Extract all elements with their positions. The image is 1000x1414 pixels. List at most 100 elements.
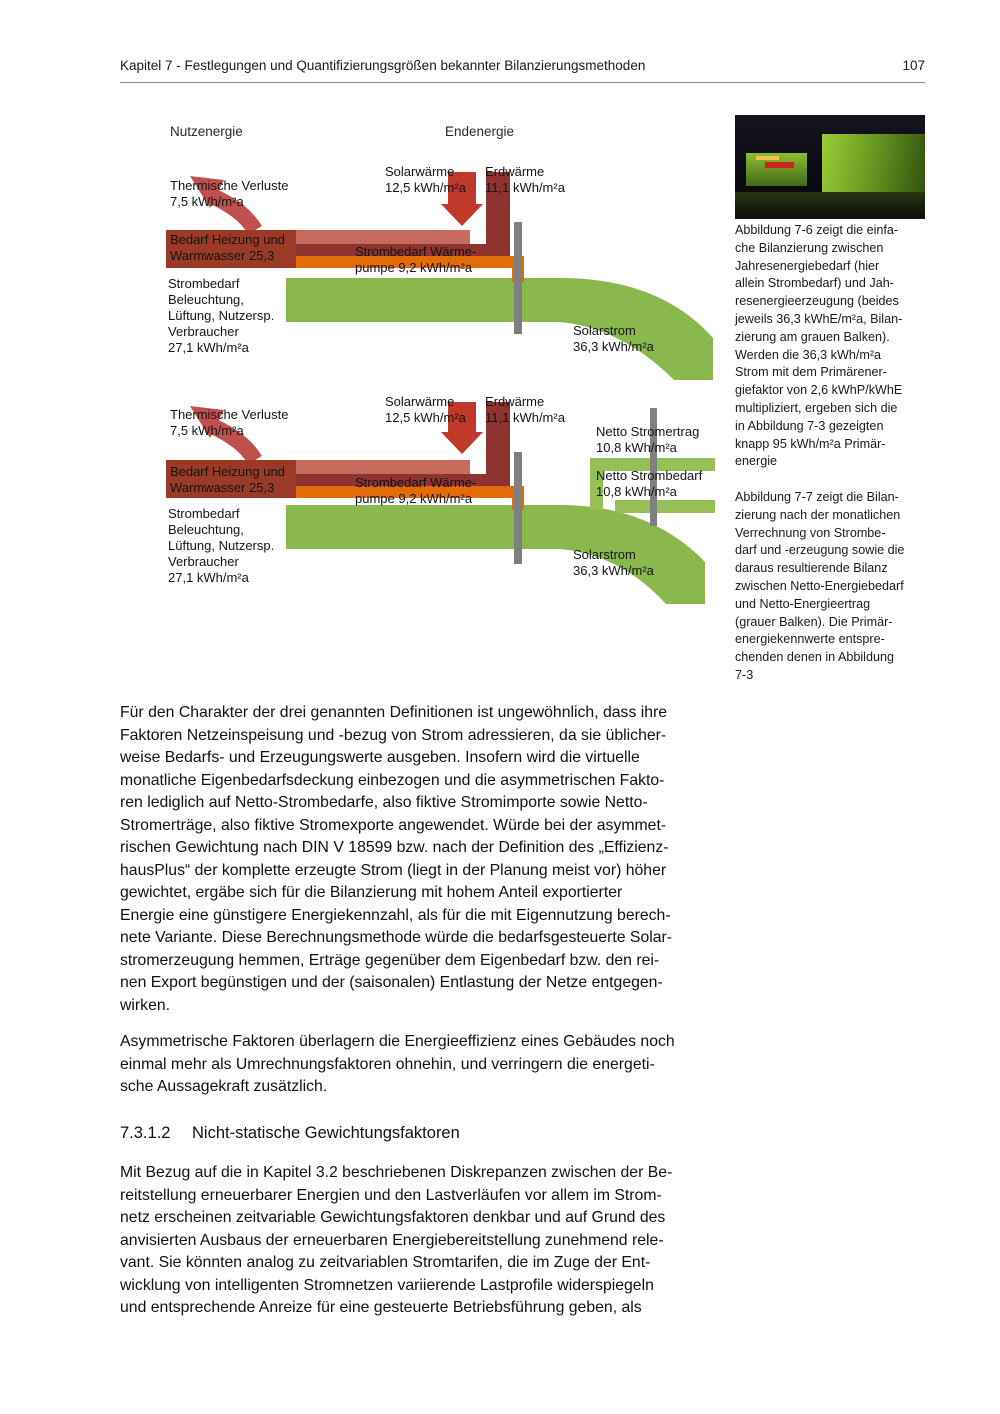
solarwaerme-arrow-icon — [441, 204, 483, 226]
text-line: hausPlus“ der komplette erzeugte Strom (… — [120, 861, 667, 879]
header-rule — [120, 82, 925, 83]
text-line: zwischen Netto-Energiebedarf — [735, 578, 904, 593]
text-line: Werden die 36,3 kWh/m²a — [735, 347, 882, 362]
label-erdwaerme: Erdwärme 11,1 kWh/m²a — [485, 394, 565, 425]
sankey-bottom-svg — [166, 402, 715, 604]
label-bedarf-heizung: Bedarf Heizung und Warmwasser 25,3 — [170, 464, 285, 495]
text-line: allein Strombedarf) und Jah- — [735, 276, 894, 291]
text-line: Lüftung, Nutzersp. — [168, 538, 275, 553]
text-line: che Bilanzierung zwischen — [735, 240, 884, 255]
figure-photo — [735, 115, 925, 219]
sankey-top-svg — [166, 172, 713, 380]
label-solarstrom: Solarstrom 36,3 kWh/m²a — [573, 547, 654, 578]
running-title: Kapitel 7 - Festlegungen und Quantifizie… — [120, 58, 646, 73]
text-line: Für den Charakter der drei genannten Def… — [120, 704, 668, 721]
text-line: Strombedarf — [168, 276, 240, 291]
flow-netto-strombedarf — [615, 500, 715, 513]
flow-solarwaerme-vertical — [448, 172, 476, 204]
flow-solarwaerme-vertical — [448, 402, 476, 432]
flow-solarwaerme-horizontal — [296, 460, 470, 474]
text-line: giefaktor von 2,6 kWhP/kWhE — [735, 383, 903, 398]
text-line: Jahresenergiebedarf (hier — [735, 258, 880, 273]
text-line: stromerzeugung hemmen, Erträge gegenüber… — [120, 951, 660, 969]
label-strombedarf-waermepumpe: Strombedarf Wärme- pumpe 9,2 kWh/m²a — [355, 475, 477, 506]
balance-bar-right — [650, 408, 657, 526]
label-solarwaerme: Solarwärme 12,5 kWh/m²a — [385, 394, 466, 425]
body-paragraph-3: Mit Bezug auf die in Kapitel 3.2 beschri… — [120, 1162, 730, 1320]
solarwaerme-arrow-icon — [441, 432, 483, 454]
text-line: Strom mit dem Primärener- — [735, 365, 887, 380]
balance-bar-left — [514, 452, 522, 564]
text-line: Asymmetrische Faktoren überlagern die En… — [120, 1033, 675, 1050]
photo-ground — [735, 191, 925, 219]
body-paragraph-1: Für den Charakter der drei genannten Def… — [120, 702, 730, 1017]
text-line: Verrechnung von Strombe- — [735, 525, 886, 540]
thermische-arrow-icon — [190, 176, 224, 208]
sankey-diagram-top: Nutzenergie Endenergie Solarwärme 12,5 k… — [160, 118, 720, 380]
text-line: Energie eine günstigere Energiekennzahl,… — [120, 906, 671, 924]
photo-red-light — [765, 161, 794, 169]
text-line: einmal mehr als Umrechnungsfaktoren ohne… — [120, 1055, 655, 1073]
text-line: und entsprechende Anreize für eine geste… — [120, 1299, 642, 1316]
text-line: multipliziert, ergeben sich die — [735, 400, 898, 415]
label-thermische-verluste: Thermische Verluste 7,5 kWh/m²a — [170, 178, 289, 209]
page-header: Kapitel 7 - Festlegungen und Quantifizie… — [120, 58, 925, 73]
label-solarwaerme: Solarwärme 12,5 kWh/m²a — [385, 164, 466, 195]
text-line: Beleuchtung, — [168, 292, 244, 307]
flow-netto-ertrag-connector — [590, 458, 603, 510]
text-line: jeweils 36,3 kWhE/m²a, Bilan- — [735, 311, 903, 326]
text-line: Verbraucher — [168, 554, 239, 569]
sankey-diagram-bottom: Solarwärme 12,5 kWh/m²a Erdwärme 11,1 kW… — [160, 392, 720, 604]
node-bedarf-heizung — [166, 460, 296, 498]
text-line: daraus resultierende Bilanz — [735, 561, 888, 576]
text-line: wirken. — [120, 996, 171, 1014]
flow-erdwaerme-vertical — [486, 402, 510, 480]
axis-label-nutzenergie: Nutzenergie — [170, 124, 243, 139]
text-line: zierung nach der monatlichen — [735, 507, 901, 522]
text-line: nen Export begünstigen und der (saisonal… — [120, 974, 663, 991]
text-line: Abbildung 7-7 zeigt die Bilan- — [735, 490, 899, 504]
flow-solarwaerme-horizontal — [296, 230, 470, 244]
text-line: reitstellung erneuerbarer Energien und d… — [120, 1186, 662, 1204]
label-netto-stromertrag: Netto Stromertrag 10,8 kWh/m²a — [596, 424, 700, 455]
thermische-arrow-icon — [190, 406, 224, 438]
flow-solarstrom — [286, 278, 713, 380]
text-line: weise Bedarfs- und Erzeugungswerte ausge… — [120, 749, 640, 766]
flow-strombedarf-waermepumpe — [296, 486, 524, 498]
text-line: Verbraucher — [168, 324, 239, 339]
text-line: Abbildung 7-6 zeigt die einfa- — [735, 223, 899, 237]
label-solarstrom: Solarstrom 36,3 kWh/m²a — [573, 323, 654, 354]
text-line: 27,1 kWh/m²a — [168, 570, 249, 585]
section-number: 7.3.1.2 — [120, 1124, 171, 1142]
text-line: in Abbildung 7-3 gezeigten — [735, 418, 884, 433]
text-line: monatliche Eigenbedarfsdeckung einbezoge… — [120, 771, 665, 789]
text-line: 27,1 kWh/m²a — [168, 340, 249, 355]
flow-solarstrom — [286, 505, 705, 604]
flow-erdwaerme-vertical — [486, 172, 510, 250]
node-bedarf-heizung — [166, 230, 296, 268]
label-erdwaerme: Erdwärme 11,1 kWh/m²a — [485, 164, 565, 195]
section-heading-7-3-1-2: 7.3.1.2 Nicht-statische Gewichtungsfakto… — [120, 1124, 730, 1143]
page-number: 107 — [902, 58, 925, 73]
text-line: Faktoren Netzeinspeisung und -bezug von … — [120, 726, 667, 744]
text-line: darf und -erzeugung sowie die — [735, 543, 905, 558]
text-line: Strombedarf — [168, 506, 240, 521]
text-line: Beleuchtung, — [168, 522, 244, 537]
text-line: vant. Sie könnten analog zu zeitvariable… — [120, 1254, 651, 1271]
text-line: energie — [735, 454, 778, 469]
label-bedarf-heizung: Bedarf Heizung und Warmwasser 25,3 — [170, 232, 285, 263]
text-line: ren lediglich auf Netto-Strombedarfe, al… — [120, 794, 648, 811]
label-thermische-verluste: Thermische Verluste 7,5 kWh/m²a — [170, 407, 289, 438]
label-strombedarf-waermepumpe: Strombedarf Wärme- pumpe 9,2 kWh/m²a — [355, 244, 477, 275]
text-line: nete Variante. Diese Berechnungsmethode … — [120, 929, 673, 946]
text-line: rischen Gewichtung nach DIN V 18599 bzw.… — [120, 839, 669, 856]
text-line: zierung am grauen Balken). — [735, 329, 890, 344]
photo-windows — [755, 155, 779, 160]
text-line: sche Aussagekraft zusätzlich. — [120, 1078, 328, 1095]
text-line: netz erscheinen zeitvariable Gewichtungs… — [120, 1209, 666, 1226]
text-line: 7-3 — [735, 667, 754, 682]
text-line: gewichtet, ergäbe sich für die Bilanzier… — [120, 884, 623, 901]
